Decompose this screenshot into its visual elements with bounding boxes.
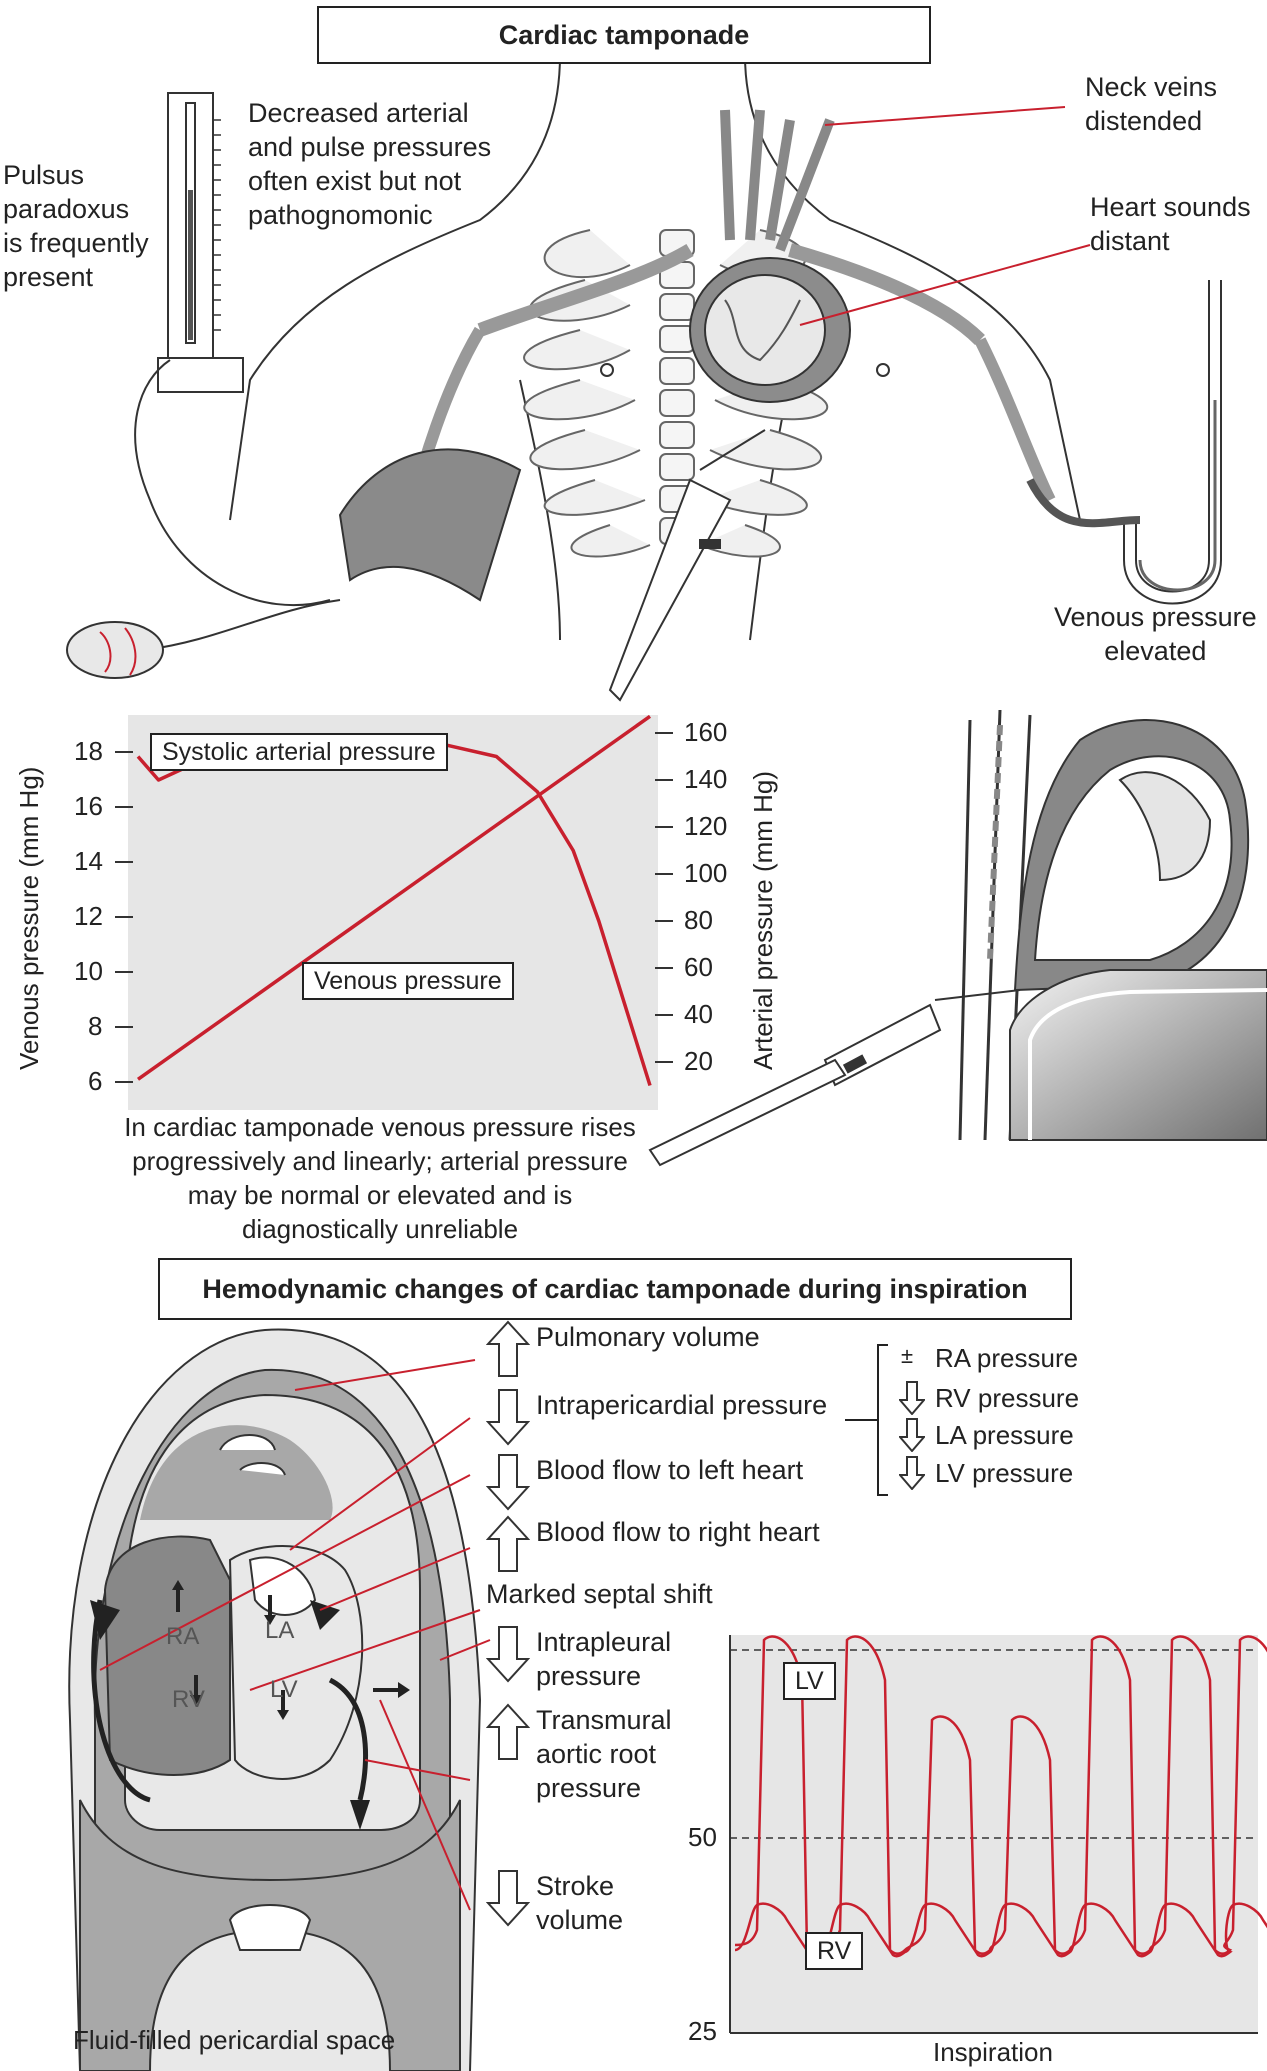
chamber-bracket	[845, 1344, 888, 1496]
heart-label-la: LA	[265, 1617, 295, 1644]
arterial-tick: 60	[684, 952, 713, 982]
change-label: Marked septal shift	[486, 1579, 713, 1609]
chamber-pressure-item: LA pressure	[899, 1418, 1074, 1452]
change-item: Intrapleural pressure	[486, 1625, 672, 1693]
change-label: Blood flow to left heart	[536, 1455, 804, 1485]
wave-label-lv: LV	[783, 1662, 836, 1700]
bulb	[66, 621, 164, 679]
chamber-pressure-item: RV pressure	[899, 1381, 1080, 1415]
wave-tick-50: 50	[688, 1822, 717, 1852]
venous-tick: 18	[74, 736, 103, 766]
bp-cuff	[338, 448, 522, 602]
venous-axis-label: Venous pressure (mm Hg)	[14, 766, 44, 1070]
venous-tick: 6	[88, 1066, 103, 1096]
venous-pressure-line	[136, 714, 652, 1081]
arrow-down-icon	[486, 1389, 530, 1446]
wave-xlabel: Inspiration	[933, 2037, 1053, 2067]
arrow-down-icon	[486, 1626, 530, 1683]
spine	[659, 229, 695, 545]
heart-label-lv: LV	[270, 1676, 298, 1703]
change-label: Transmural	[536, 1705, 672, 1735]
chamber-pressure-item: LV pressure	[899, 1456, 1074, 1490]
section-title: Hemodynamic changes of cardiac tamponade…	[158, 1258, 1072, 1320]
change-item: Transmural aortic root pressure	[486, 1703, 672, 1805]
venous-tick: 14	[74, 846, 103, 876]
venous-tick: 16	[74, 791, 103, 821]
arterial-tick: 40	[684, 999, 713, 1029]
heart-label-ra: RA	[166, 1623, 200, 1650]
thorax-cross-section	[68, 1328, 482, 2071]
arrow-up-icon	[486, 1320, 530, 1377]
rv-waveform	[734, 1902, 1267, 1958]
chamber-pressure-item: ± RA pressure	[901, 1341, 1079, 1375]
change-item: Stroke volume	[486, 1869, 624, 1937]
sphygmomanometer	[134, 92, 341, 651]
wave-tick-25: 25	[688, 2016, 717, 2046]
heart-label-rv: RV	[172, 1686, 205, 1713]
arrow-down-icon	[486, 1454, 530, 1511]
arterial-axis-label: Arterial pressure (mm Hg)	[748, 770, 778, 1070]
arrow-up-icon	[486, 1515, 530, 1572]
arrow-down-icon	[486, 1870, 530, 1927]
change-label: Pulmonary volume	[536, 1322, 760, 1352]
chamber-pressure-label: RV pressure	[935, 1383, 1080, 1413]
pressure-chart-axes	[115, 732, 673, 1083]
page-title: Cardiac tamponade	[317, 6, 931, 64]
venous-manometer	[1026, 280, 1222, 605]
change-item: Marked septal shift	[486, 1577, 713, 1611]
change-item: Pulmonary volume	[486, 1320, 760, 1377]
series-label-systolic: Systolic arterial pressure	[150, 733, 448, 771]
pressure-chart-panel	[128, 715, 658, 1110]
chamber-pressure-label: LV pressure	[935, 1458, 1074, 1488]
series-label-venous: Venous pressure	[302, 962, 514, 1000]
syringe-top	[608, 429, 766, 702]
change-item: Blood flow to left heart	[486, 1453, 804, 1511]
venous-tick: 12	[74, 901, 103, 931]
fluid-space-label: Fluid-filled pericardial space	[73, 2025, 396, 2055]
heart	[704, 274, 826, 386]
change-label: Stroke	[536, 1871, 615, 1901]
plus-minus-sign: ±	[901, 1343, 914, 1368]
change-label: pressure	[536, 1773, 642, 1803]
change-label: pressure	[536, 1661, 642, 1691]
chamber-pressure-label: LA pressure	[935, 1420, 1074, 1450]
change-label: Blood flow to right heart	[536, 1517, 820, 1547]
arterial-tick: 120	[684, 811, 728, 841]
heart-cross-section	[958, 709, 1267, 1141]
syringe-middle	[648, 989, 1021, 1167]
waveform-axes	[729, 1635, 1258, 2034]
chamber-pressure-label: RA pressure	[935, 1343, 1079, 1373]
venous-tick: 10	[74, 956, 103, 986]
arterial-tick: 140	[684, 764, 728, 794]
arrow-up-icon	[486, 1703, 530, 1760]
arrow-down-icon	[899, 1418, 925, 1452]
arterial-tick: 160	[684, 717, 728, 747]
bottom-leader-lines	[99, 1359, 491, 1911]
chart-caption: In cardiac tamponade venous pressure ris…	[124, 1112, 636, 1244]
change-item: Blood flow to right heart	[486, 1515, 820, 1572]
arterial-tick: 100	[684, 858, 728, 888]
change-label: Intrapleural	[536, 1627, 672, 1657]
arrow-down-icon	[899, 1381, 925, 1415]
arterial-tick: 80	[684, 905, 713, 935]
arrow-down-icon	[899, 1456, 925, 1490]
arterial-tick: 20	[684, 1046, 713, 1076]
wave-label-rv: RV	[805, 1932, 864, 1970]
venous-tick: 8	[88, 1011, 103, 1041]
change-item: Intrapericardial pressure	[486, 1388, 828, 1446]
change-label: Intrapericardial pressure	[536, 1390, 828, 1420]
change-label: aortic root	[536, 1739, 657, 1769]
change-label: volume	[536, 1905, 624, 1935]
